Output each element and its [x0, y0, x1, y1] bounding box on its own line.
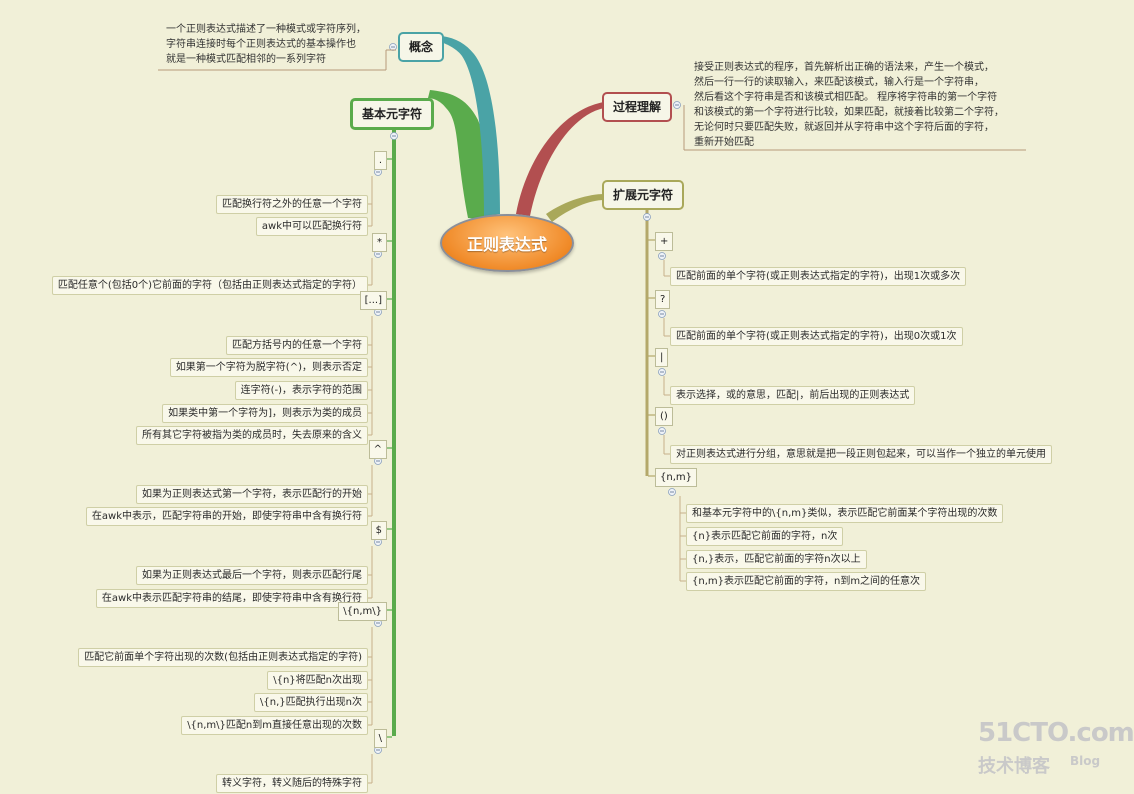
basic-item: 如果第一个字符为脱字符(^)，则表示否定 — [169, 358, 368, 377]
extended-branch — [546, 194, 604, 222]
extended-item: 匹配前面的单个字符(或正则表达式指定的字符)，出现1次或多次 — [670, 267, 967, 286]
process-topic[interactable]: 过程理解 — [602, 92, 673, 122]
concept-branch — [440, 36, 500, 216]
watermark-sub: 技术博客 — [978, 756, 1050, 777]
basic-symbol[interactable]: [...] — [359, 291, 387, 310]
process-line: 重新开始匹配 — [694, 137, 754, 148]
basic-item: 在awk中表示匹配字符串的结尾，即使字符串中含有换行符 — [95, 589, 368, 608]
basic-symbol[interactable]: \{n,m\} — [338, 602, 387, 621]
process-line: 然后一行一行的读取输入，来匹配该模式，输入行是一个字符串， — [694, 77, 984, 88]
extended-item: {n,}表示，匹配它前面的字符n次以上 — [686, 550, 867, 569]
extended-item: {n,m}表示匹配它前面的字符，n到m之间的任意次 — [686, 572, 927, 591]
basic-item: \{n,m\}匹配n到m直接任意出现的次数 — [181, 716, 368, 735]
basic-item: 所有其它字符被指为类的成员时，失去原来的含义 — [136, 426, 368, 445]
basic-item: \{n,}匹配执行出现n次 — [254, 693, 368, 712]
basic-symbol[interactable]: $ — [370, 521, 387, 540]
process-line: 接受正则表达式的程序，首先解析出正确的语法来，产生一个模式， — [694, 62, 994, 73]
basic-symbol[interactable]: . — [373, 151, 387, 170]
extended-symbol[interactable]: + — [655, 232, 674, 251]
basic-item: 在awk中表示，匹配字符串的开始，即使字符串中含有换行符 — [85, 507, 368, 526]
process-line: 然后看这个字符串是否和该模式相匹配。 程序将字符串的第一个字符 — [694, 92, 998, 103]
basic-item: \{n}将匹配n次出现 — [267, 671, 368, 690]
basic-item: awk中可以匹配换行符 — [255, 217, 368, 236]
watermark-site: 51CTO.com — [978, 718, 1134, 748]
basic-item: 连字符(-)，表示字符的范围 — [234, 381, 368, 400]
process-line: 和该模式的第一个字符进行比较，如果匹配，就接着比较第二个字符， — [694, 107, 1004, 118]
basic-topic[interactable]: 基本元字符 — [350, 98, 435, 130]
process-line: 无论何时只要匹配失败，就返回并从字符串中这个字符后面的字符， — [694, 122, 994, 133]
basic-symbol[interactable]: ^ — [368, 440, 387, 459]
concept-line: 一个正则表达式描述了一种模式或字符序列， — [166, 24, 366, 35]
basic-item: 匹配它前面单个字符出现的次数(包括由正则表达式指定的字符) — [78, 648, 368, 667]
basic-item: 匹配任意个(包括0个)它前面的字符（包括由正则表达式指定的字符） — [51, 276, 368, 295]
extended-item: 和基本元字符中的\{n,m}类似，表示匹配它前面某个字符出现的次数 — [686, 504, 1004, 523]
basic-item: 如果为正则表达式第一个字符，表示匹配行的开始 — [136, 485, 368, 504]
extended-symbol[interactable]: | — [655, 348, 669, 367]
extended-symbol[interactable]: ? — [655, 290, 671, 309]
concept-line: 就是一种模式匹配相邻的一系列字符 — [166, 54, 326, 65]
concept-text: 一个正则表达式描述了一种模式或字符序列， 字符串连接时每个正则表达式的基本操作也就… — [166, 22, 392, 67]
concept-topic[interactable]: 概念 — [398, 32, 445, 62]
basic-symbol[interactable]: * — [372, 233, 387, 252]
extended-item: 对正则表达式进行分组，意思就是把一段正则包起来，可以当作一个独立的单元使用 — [670, 445, 1052, 464]
basic-symbol[interactable]: \ — [373, 729, 387, 748]
extended-topic[interactable]: 扩展元字符 — [602, 180, 685, 210]
extended-item: 匹配前面的单个字符(或正则表达式指定的字符)，出现0次或1次 — [670, 327, 963, 346]
extended-item: {n}表示匹配它前面的字符，n次 — [686, 527, 844, 546]
basic-item: 如果为正则表达式最后一个字符，则表示匹配行尾 — [136, 566, 368, 585]
basic-item: 如果类中第一个字符为]，则表示为类的成员 — [162, 404, 368, 423]
extended-symbol[interactable]: {n,m} — [655, 468, 697, 487]
basic-branch — [428, 90, 489, 220]
basic-item: 匹配换行符之外的任意一个字符 — [216, 195, 368, 214]
concept-line: 字符串连接时每个正则表达式的基本操作也 — [166, 39, 356, 50]
extended-item: 表示选择，或的意思，匹配|，前后出现的正则表达式 — [670, 386, 916, 405]
process-branch — [516, 102, 604, 216]
center-topic: 正则表达式 — [440, 214, 574, 272]
watermark-blog: Blog — [1070, 754, 1101, 768]
process-text: 接受正则表达式的程序，首先解析出正确的语法来，产生一个模式， 然后一行一行的读取输… — [694, 60, 1028, 150]
basic-item: 转义字符，转义随后的特殊字符 — [216, 774, 368, 793]
extended-symbol[interactable]: () — [655, 407, 673, 426]
basic-item: 匹配方括号内的任意一个字符 — [226, 336, 368, 355]
